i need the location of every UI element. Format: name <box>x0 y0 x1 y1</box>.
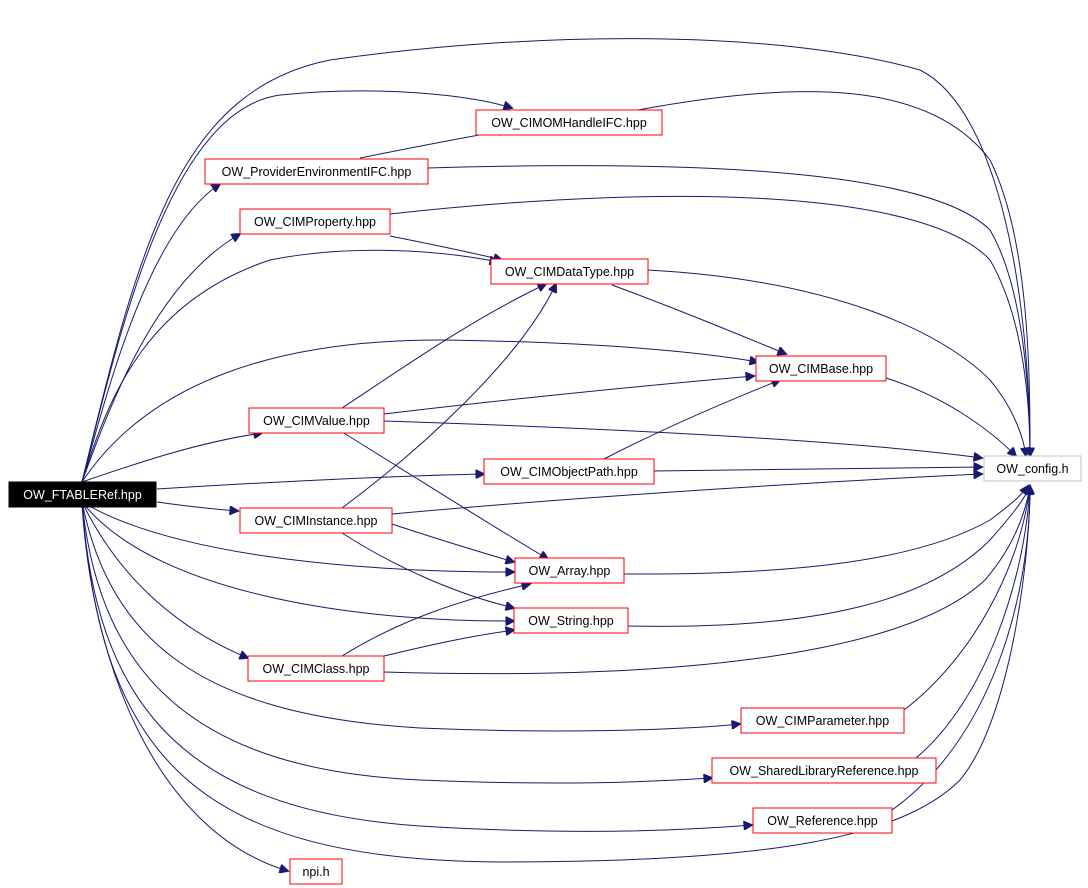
node-ciminstance-label: OW_CIMInstance.hpp <box>255 514 378 528</box>
node-array[interactable]: OW_Array.hpp <box>514 557 625 584</box>
edge-cimvalue-cimdatatype <box>341 284 546 409</box>
node-cimparameter-label: OW_CIMParameter.hpp <box>756 714 889 728</box>
edge-root-cimomhandle <box>81 90 512 483</box>
edge-cimvalue-config <box>383 420 982 458</box>
node-ciminstance[interactable]: OW_CIMInstance.hpp <box>239 507 393 534</box>
edge-array-config <box>623 486 1028 575</box>
node-cimvalue[interactable]: OW_CIMValue.hpp <box>248 407 385 434</box>
node-cimobjectpath-label: OW_CIMObjectPath.hpp <box>500 465 638 479</box>
edge-root-cimclass <box>81 501 248 658</box>
edge-root-array <box>81 501 514 572</box>
node-root[interactable]: OW_FTABLERef.hpp <box>8 481 157 508</box>
edge-root-cimdatatype <box>81 249 498 483</box>
node-provenv-label: OW_ProviderEnvironmentIFC.hpp <box>222 165 412 179</box>
node-config-label: OW_config.h <box>996 462 1068 476</box>
node-cimomhandle[interactable]: OW_CIMOMHandleIFC.hpp <box>475 109 663 136</box>
nodes: OW_FTABLERef.hpp OW_CIMOMHandleIFC.hpp O… <box>8 109 1082 885</box>
node-sharedlib-label: OW_SharedLibraryReference.hpp <box>730 764 919 778</box>
edge-provenv-config <box>427 165 1030 456</box>
node-cimparameter[interactable]: OW_CIMParameter.hpp <box>740 707 905 734</box>
node-string[interactable]: OW_String.hpp <box>513 607 629 634</box>
edge-cimvalue-cimbase <box>383 376 754 415</box>
node-npi[interactable]: npi.h <box>289 858 343 885</box>
edges <box>81 38 1030 871</box>
node-array-label: OW_Array.hpp <box>529 564 611 578</box>
node-cimbase[interactable]: OW_CIMBase.hpp <box>755 355 887 382</box>
edge-cimbase-config <box>885 377 1016 456</box>
edge-cimobjectpath-cimbase <box>601 380 780 461</box>
edge-root-config-top <box>81 38 1030 483</box>
edge-cimparameter-config <box>903 486 1030 711</box>
node-cimvalue-label: OW_CIMValue.hpp <box>263 414 370 428</box>
edge-cimdatatype-cimbase <box>611 284 786 354</box>
node-cimproperty-label: OW_CIMProperty.hpp <box>254 215 376 229</box>
node-npi-label: npi.h <box>302 865 329 879</box>
node-reference-label: OW_Reference.hpp <box>767 814 878 828</box>
edge-sharedlib-config <box>915 486 1030 759</box>
node-cimclass[interactable]: OW_CIMClass.hpp <box>247 655 385 682</box>
node-cimbase-label: OW_CIMBase.hpp <box>769 362 873 376</box>
node-cimomhandle-label: OW_CIMOMHandleIFC.hpp <box>491 116 647 130</box>
edge-root-config-bottom <box>81 486 1030 863</box>
edge-root-npi <box>81 501 288 871</box>
edge-cimclass-array <box>341 584 530 657</box>
edge-cimclass-config <box>383 486 1030 675</box>
node-root-label: OW_FTABLERef.hpp <box>23 488 142 502</box>
edge-root-cimobjectpath <box>156 474 484 490</box>
edge-root-cimproperty <box>81 234 240 483</box>
edge-root-cimparameter <box>81 501 740 732</box>
edge-cimproperty-cimdatatype <box>389 235 502 260</box>
edge-cimdatatype-config <box>647 269 1026 456</box>
node-provenv[interactable]: OW_ProviderEnvironmentIFC.hpp <box>204 158 429 185</box>
edge-ciminstance-config <box>391 474 982 515</box>
edge-root-string <box>81 501 514 621</box>
node-cimproperty[interactable]: OW_CIMProperty.hpp <box>239 208 391 235</box>
edge-cimproperty-config <box>389 195 1030 456</box>
node-cimclass-label: OW_CIMClass.hpp <box>263 662 370 676</box>
node-string-label: OW_String.hpp <box>528 614 614 628</box>
edge-root-cimvalue <box>81 433 262 483</box>
edge-cimomhandle-config <box>637 91 1030 456</box>
edge-cimobjectpath-config <box>653 467 982 471</box>
edge-root-sharedlib <box>81 501 712 784</box>
edge-root-provenv <box>81 184 220 483</box>
node-sharedlib[interactable]: OW_SharedLibraryReference.hpp <box>711 757 937 784</box>
edge-ciminstance-cimdatatype <box>341 284 556 509</box>
edge-cimvalue-array <box>341 431 548 559</box>
node-cimobjectpath[interactable]: OW_CIMObjectPath.hpp <box>483 458 655 485</box>
edge-root-ciminstance <box>156 501 238 511</box>
edge-root-reference <box>81 501 752 832</box>
node-cimdatatype-label: OW_CIMDataType.hpp <box>505 265 634 279</box>
edge-ciminstance-array <box>391 523 514 562</box>
edge-ciminstance-string <box>341 532 514 608</box>
edge-cimclass-string <box>383 630 514 657</box>
node-reference[interactable]: OW_Reference.hpp <box>752 807 893 834</box>
edge-root-cimbase <box>81 339 758 483</box>
edge-string-config <box>627 486 1030 627</box>
node-config[interactable]: OW_config.h <box>983 455 1082 482</box>
node-cimdatatype[interactable]: OW_CIMDataType.hpp <box>490 258 649 285</box>
